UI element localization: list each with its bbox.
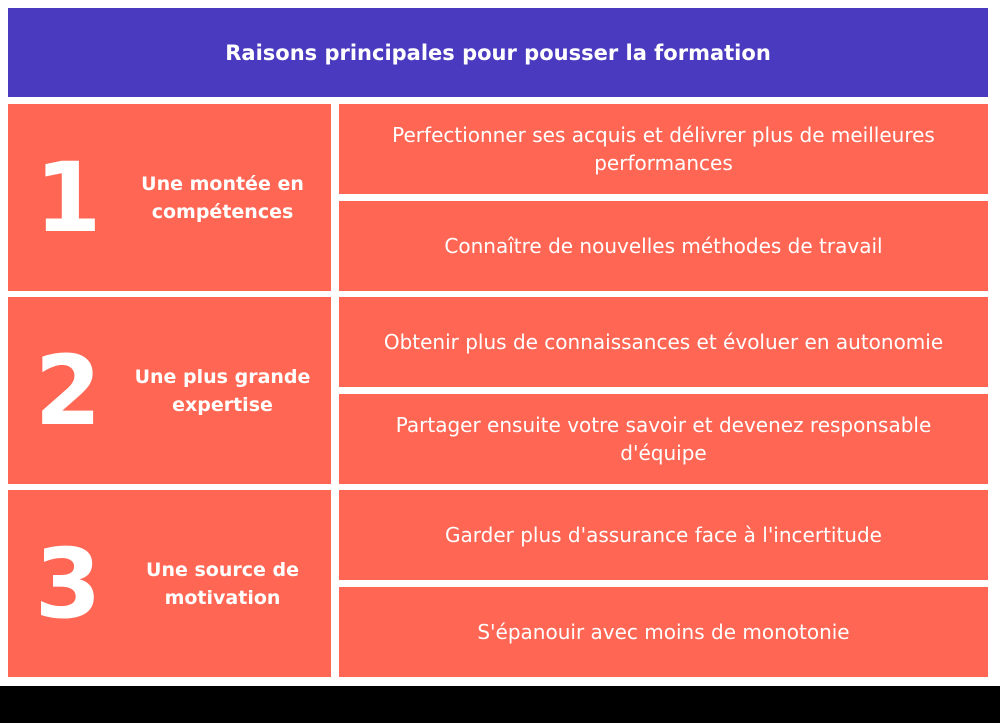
reason-row-2: 2 Une plus grande expertise Obtenir plus… [8,297,988,484]
reason-row-1: 1 Une montée en compétences Perfectionne… [8,104,988,291]
reason-detail: Perfectionner ses acquis et délivrer plu… [339,104,988,194]
reason-detail: S'épanouir avec moins de monotonie [339,587,988,677]
black-bar [0,686,1000,723]
reason-row-3: 3 Une source de motivation Garder plus d… [8,490,988,677]
reason-label: Une source de motivation [146,558,299,609]
reason-number: 3 [34,527,102,640]
reason-heading-cell: 2 Une plus grande expertise [8,297,331,484]
reason-label: Une montée en compétences [141,172,304,223]
reason-detail: Garder plus d'assurance face à l'incerti… [339,490,988,580]
reason-heading-cell: 1 Une montée en compétences [8,104,331,291]
reason-detail: Connaître de nouvelles méthodes de trava… [339,201,988,291]
reason-number: 1 [34,141,102,254]
page-title: Raisons principales pour pousser la form… [8,8,988,97]
reason-number: 2 [34,334,102,447]
reason-detail: Partager ensuite votre savoir et devenez… [339,394,988,484]
reason-detail: Obtenir plus de connaissances et évoluer… [339,297,988,387]
reason-label: Une plus grande expertise [134,365,311,416]
reason-heading-cell: 3 Une source de motivation [8,490,331,677]
